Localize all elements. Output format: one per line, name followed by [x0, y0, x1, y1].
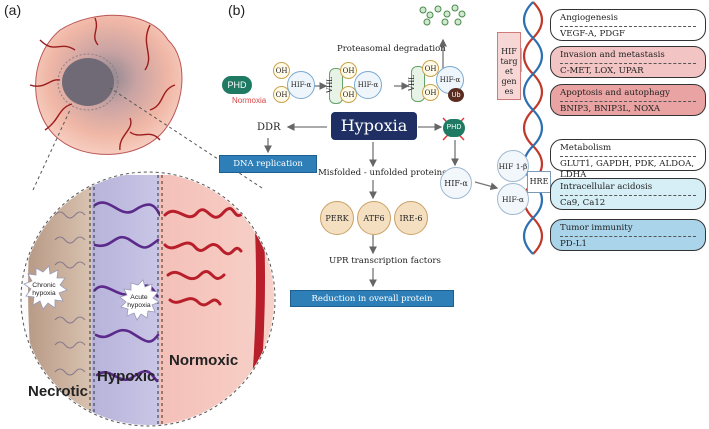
- hif-alpha-vhl-bound: HIF-α: [354, 71, 382, 99]
- panel-b-label: (b): [228, 2, 246, 18]
- chronic-hypoxia-badge: [23, 265, 68, 310]
- peptide-fragments-icon: [419, 4, 466, 26]
- ubiquitin-tag: Ub: [448, 88, 464, 102]
- normoxia-label: Normoxia: [232, 96, 267, 105]
- gene-group-metabolism: Metabolism GLUT1, GAPDH, PDK, ALDOA, LDH…: [550, 139, 706, 180]
- ddr-label: DDR: [257, 122, 281, 133]
- zone-label-hypoxic: Hypoxic: [97, 368, 156, 385]
- hif-alpha-nuclear: HIF-α: [497, 183, 529, 215]
- atf6-sensor: ATF6: [357, 201, 391, 235]
- oh-group-vhl-bottom: OH: [340, 86, 357, 103]
- acute-hypoxia-badge: [119, 279, 160, 321]
- hif-1-beta: HIF 1-β: [497, 150, 529, 182]
- gene-group-angiogenesis: Angiogenesis VEGF-A, PDGF: [550, 9, 706, 41]
- panel-a-label: (a): [4, 2, 22, 18]
- perk-sensor: PERK: [320, 201, 354, 235]
- protein-synthesis-reduction-box: Reduction in overall protein synthesis: [290, 290, 454, 320]
- phd-inhibited: PHD: [443, 119, 465, 137]
- dna-replication-arrest-box: DNA replication arrest: [219, 155, 317, 185]
- oh-group-ub-bottom: OH: [422, 84, 439, 101]
- hypoxia-box: Hypoxia: [331, 112, 417, 140]
- vhl-protein: VHL: [326, 68, 343, 104]
- gene-group-apoptosis: Apoptosis and autophagy BNIP3, BNIP3L, N…: [550, 84, 706, 116]
- oh-group-ub-top: OH: [422, 60, 439, 77]
- gene-group-acidosis: Intracellular acidosis Ca9, Ca12: [550, 178, 706, 210]
- hre-element: HRE: [527, 171, 551, 193]
- misfolded-proteins-label: Misfolded - unfolded proteins: [318, 168, 447, 178]
- vhl-protein-ub: VHL: [408, 66, 425, 102]
- proteasomal-degradation-label: Proteasomal degradation: [337, 44, 446, 54]
- hif-target-genes-box: HIF target genes: [497, 32, 521, 100]
- oh-group-bottom: OH: [273, 86, 290, 103]
- oh-group-top: OH: [273, 62, 290, 79]
- ire6-sensor: IRE-6: [394, 201, 428, 235]
- acute-hypoxia-label: Acute hypoxia: [127, 294, 151, 309]
- hif-alpha-hydroxylated: HIF-α: [287, 71, 315, 99]
- hif-alpha-stabilized: HIF-α: [440, 167, 472, 199]
- upr-label: UPR transcription factors: [329, 256, 441, 266]
- chronic-hypoxia-label: Chronic hypoxia: [32, 282, 56, 297]
- tumor-illustration: [20, 14, 276, 427]
- zone-label-necrotic: Necrotic: [28, 383, 89, 400]
- oh-group-vhl-top: OH: [340, 62, 357, 79]
- tumor-mass: [29, 14, 183, 155]
- phd-enzyme: PHD: [222, 76, 252, 94]
- gene-group-immunity: Tumor immunity PD-L1: [550, 219, 706, 251]
- gene-group-invasion: Invasion and metastasis C-MET, LOX, UPAR: [550, 46, 706, 78]
- zone-label-normoxic: Normoxic: [169, 352, 239, 369]
